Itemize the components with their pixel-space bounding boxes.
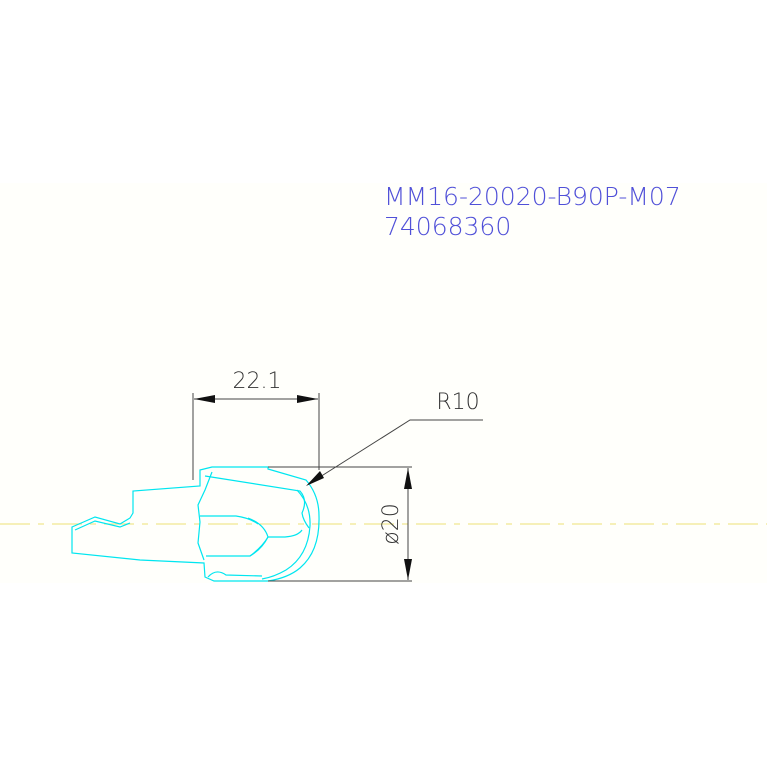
flute-edge bbox=[204, 475, 310, 529]
arrow-length-right bbox=[297, 395, 318, 403]
shank-inner-line bbox=[74, 520, 131, 531]
order-code-text: 74068360 bbox=[384, 212, 511, 241]
arrow-radius bbox=[306, 471, 324, 486]
dimension-arrows bbox=[194, 395, 412, 580]
drawing-sheet bbox=[0, 183, 767, 583]
arrow-length-left bbox=[194, 395, 215, 403]
radius-dimension-label: R10 bbox=[436, 390, 479, 415]
arrow-diameter-top bbox=[404, 468, 412, 489]
groove-lobe bbox=[247, 517, 269, 557]
arrow-diameter-bottom bbox=[404, 559, 412, 580]
radius-leader bbox=[311, 419, 483, 483]
chip-groove-top bbox=[200, 515, 259, 525]
length-dimension-label: 22.1 bbox=[233, 369, 282, 394]
head-back-edge bbox=[197, 471, 213, 561]
tool-outline bbox=[71, 466, 320, 582]
head-lower-contour bbox=[207, 571, 263, 578]
part-number-text: MM16-20020-B90P-M07 bbox=[384, 182, 681, 211]
diameter-dimension-label: ø20 bbox=[379, 503, 404, 544]
cutting-edge bbox=[261, 489, 311, 580]
shank-outline bbox=[71, 466, 320, 582]
